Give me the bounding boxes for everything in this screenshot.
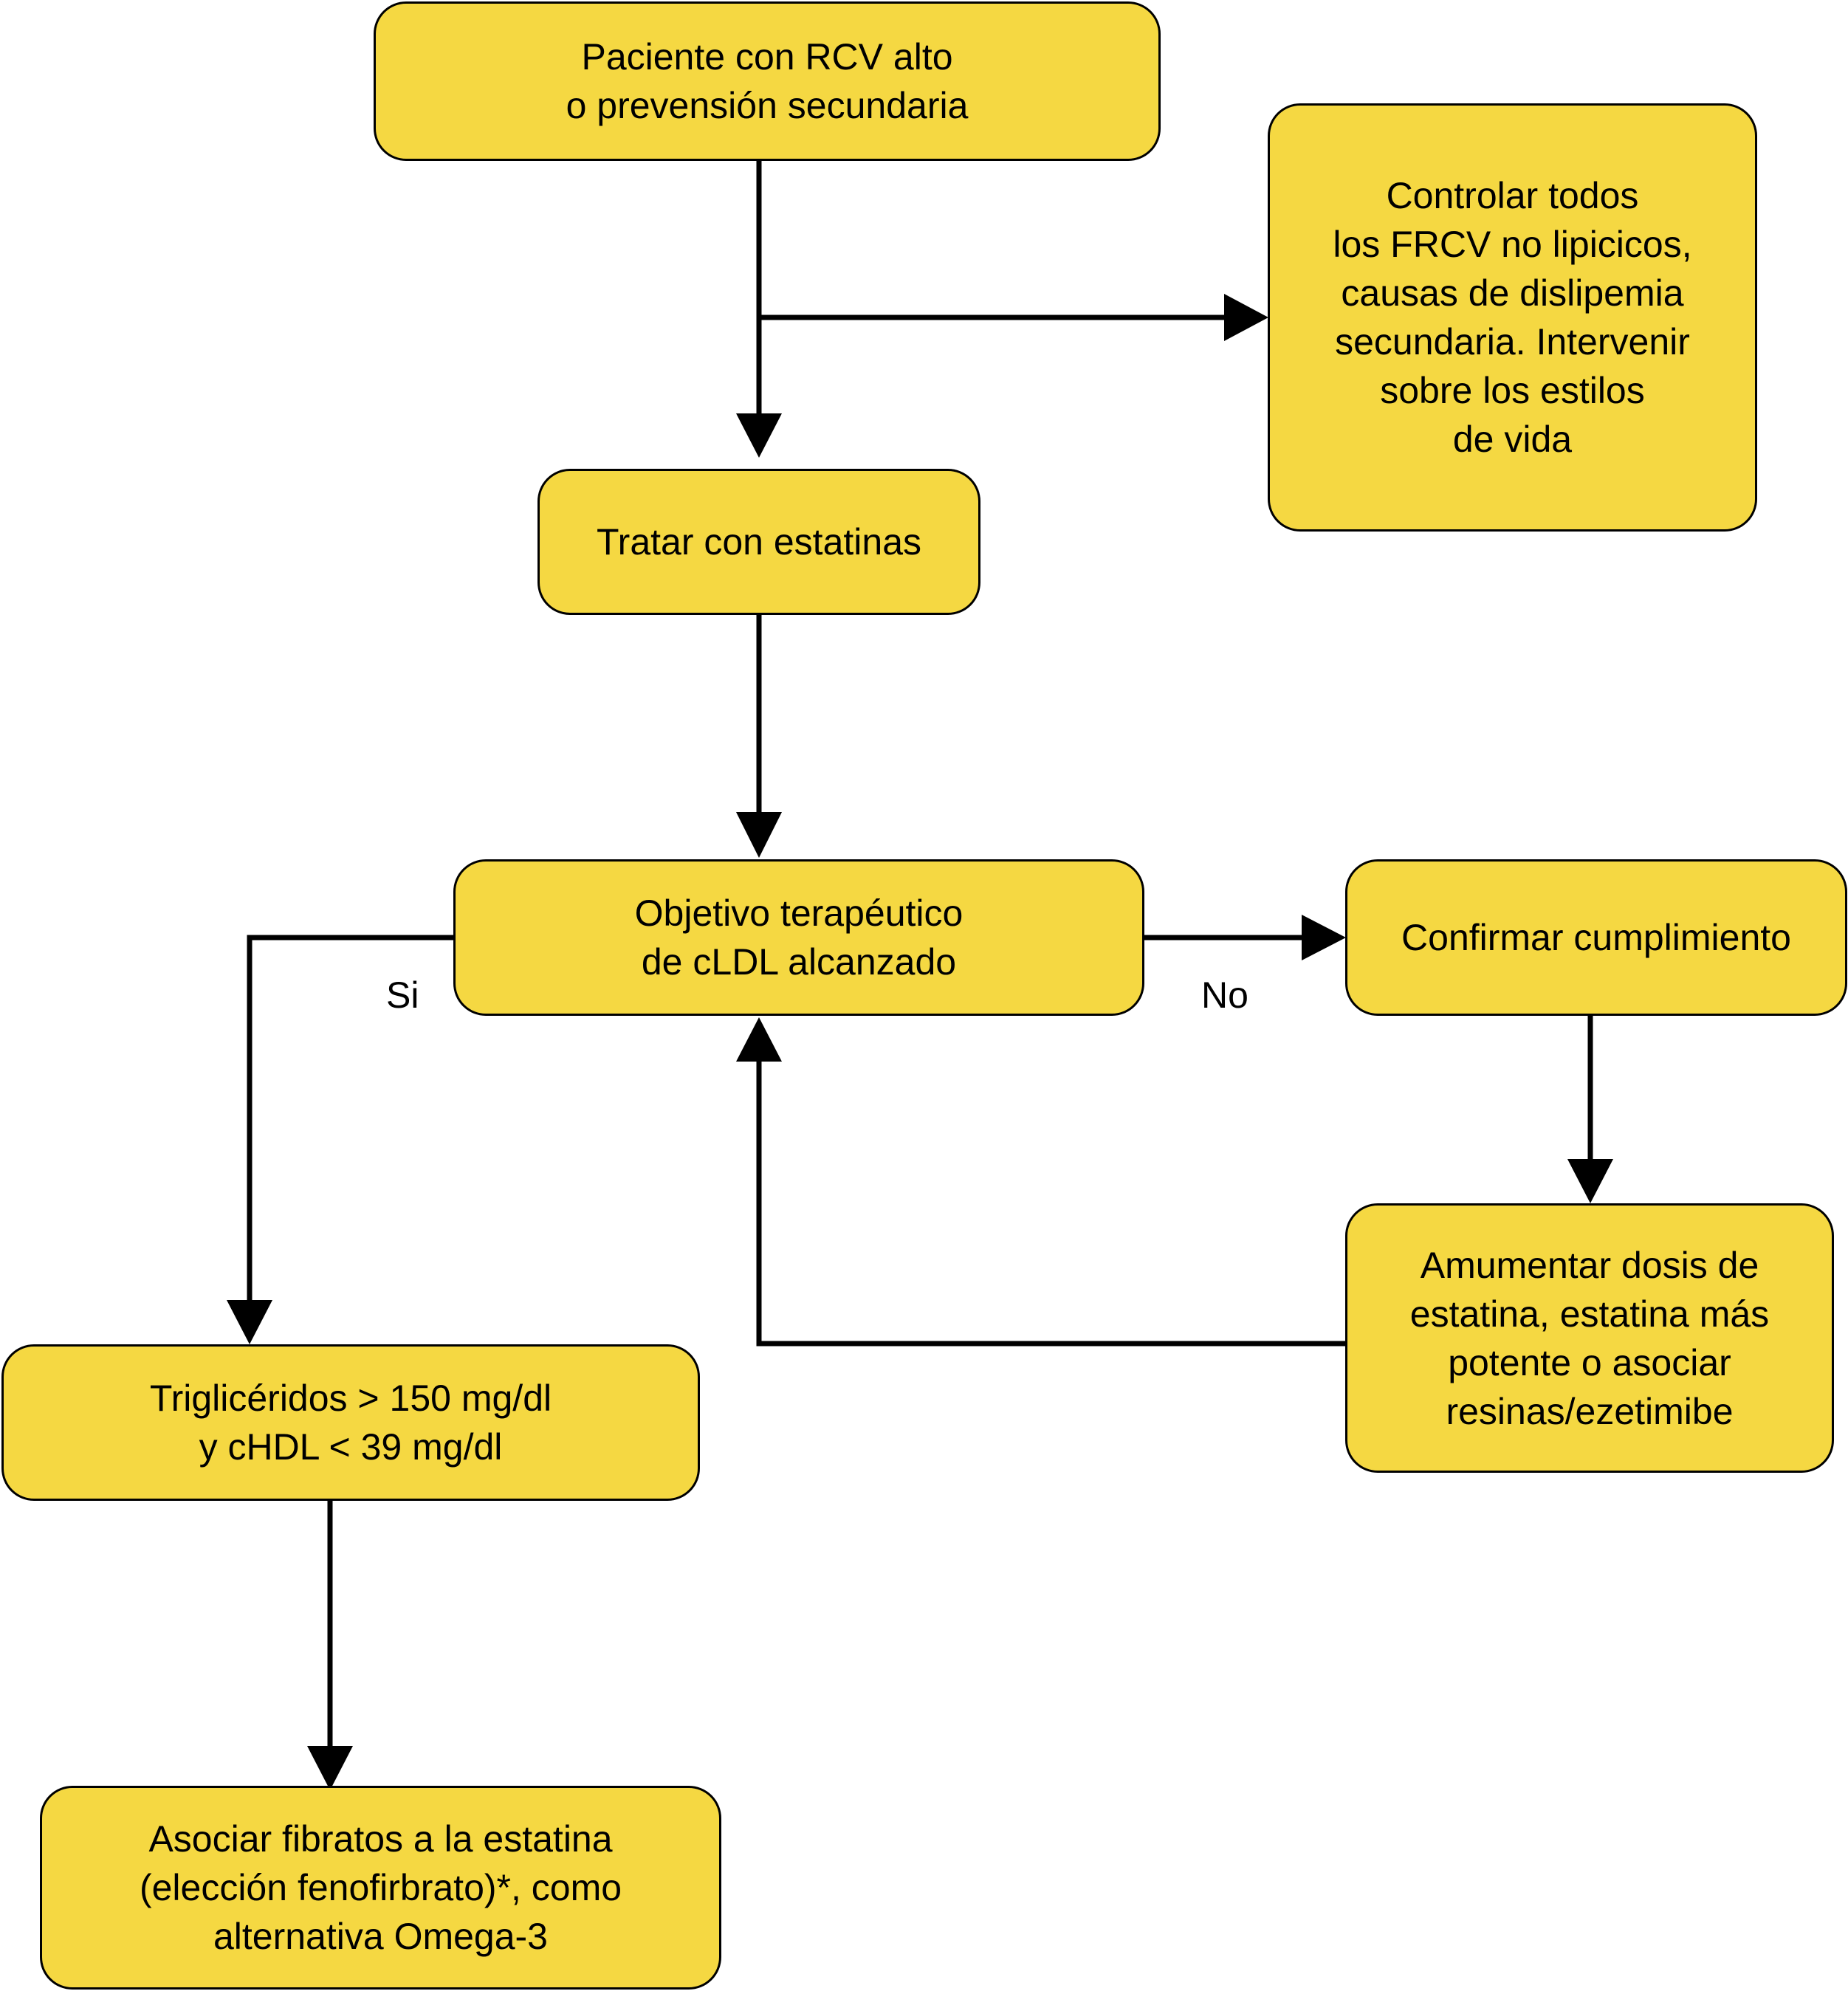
node-statins: Tratar con estatinas: [537, 469, 980, 615]
arrowhead-to-statins: [736, 413, 782, 458]
arrowhead-to-goal: [736, 812, 782, 858]
node-fibrates: Asociar fibratos a la estatina (elección…: [40, 1786, 721, 1990]
arrowhead-to-confirm: [1302, 915, 1346, 960]
arrowhead-to-fibrates: [307, 1746, 353, 1790]
arrowhead-to-increase: [1567, 1159, 1613, 1203]
node-triglycerides: Triglicéridos > 150 mg/dl y cHDL < 39 mg…: [1, 1344, 700, 1501]
arrowhead-loop-to-goal: [736, 1017, 782, 1062]
node-confirm: Confirmar cumplimiento: [1345, 859, 1847, 1016]
node-control: Controlar todos los FRCV no lipicicos, c…: [1268, 103, 1757, 532]
edge-label-no: No: [1201, 974, 1248, 1016]
node-goal: Objetivo terapéutico de cLDL alcanzado: [453, 859, 1144, 1016]
edge-goal-to-triglycerides: [247, 935, 454, 1301]
node-start: Paciente con RCV alto o prevensión secun…: [374, 1, 1161, 161]
node-increase: Amumentar dosis de estatina, estatina má…: [1345, 1203, 1834, 1473]
arrowhead-to-control: [1224, 294, 1268, 341]
edge-increase-to-goal: [756, 1060, 1345, 1347]
edge-label-yes: Si: [386, 974, 419, 1016]
arrowhead-to-triglycerides: [227, 1300, 272, 1344]
